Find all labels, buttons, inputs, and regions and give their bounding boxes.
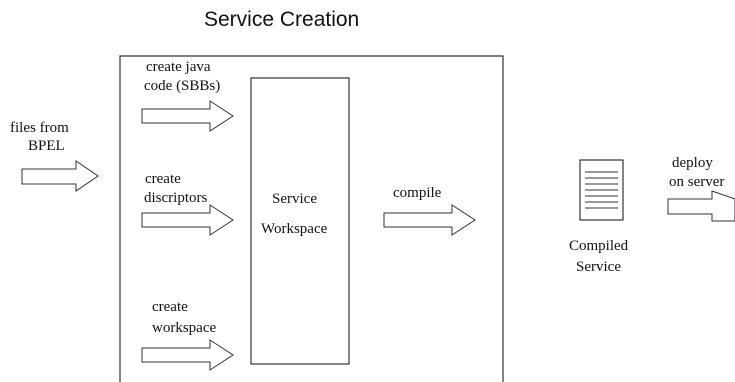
- step-workspace-label-line2: workspace: [152, 320, 217, 336]
- step-workspace-label-line1: create: [152, 299, 188, 315]
- input-label-line1: files from: [10, 120, 69, 136]
- compile-label: compile: [393, 185, 442, 201]
- step-arrow-descriptors: [141, 204, 234, 236]
- service-workspace-box: [250, 77, 350, 365]
- deploy-label-line2: on server: [669, 174, 725, 190]
- deploy-label-line1: deploy: [672, 155, 713, 171]
- workspace-label-line2: Workspace: [261, 221, 328, 237]
- document-icon: [579, 159, 624, 221]
- compile-arrow: [383, 204, 476, 236]
- workspace-label-line1: Service: [272, 191, 317, 207]
- diagram-title: Service Creation: [204, 8, 360, 31]
- input-arrow: [21, 160, 99, 192]
- step-arrow-workspace: [141, 339, 234, 371]
- compiled-label-line1: Compiled: [569, 238, 629, 254]
- service-creation-frame: [119, 55, 504, 382]
- input-label-line2: BPEL: [28, 138, 65, 154]
- compiled-label-line2: Service: [576, 259, 621, 275]
- step-arrow-java: [141, 100, 234, 132]
- step-java-label-line2: code (SBBs): [144, 78, 221, 94]
- step-descriptors-label-line2: discriptors: [144, 190, 208, 206]
- deploy-arrow: [667, 190, 735, 222]
- step-descriptors-label-line1: create: [145, 171, 181, 187]
- step-java-label-line1: create java: [146, 59, 211, 75]
